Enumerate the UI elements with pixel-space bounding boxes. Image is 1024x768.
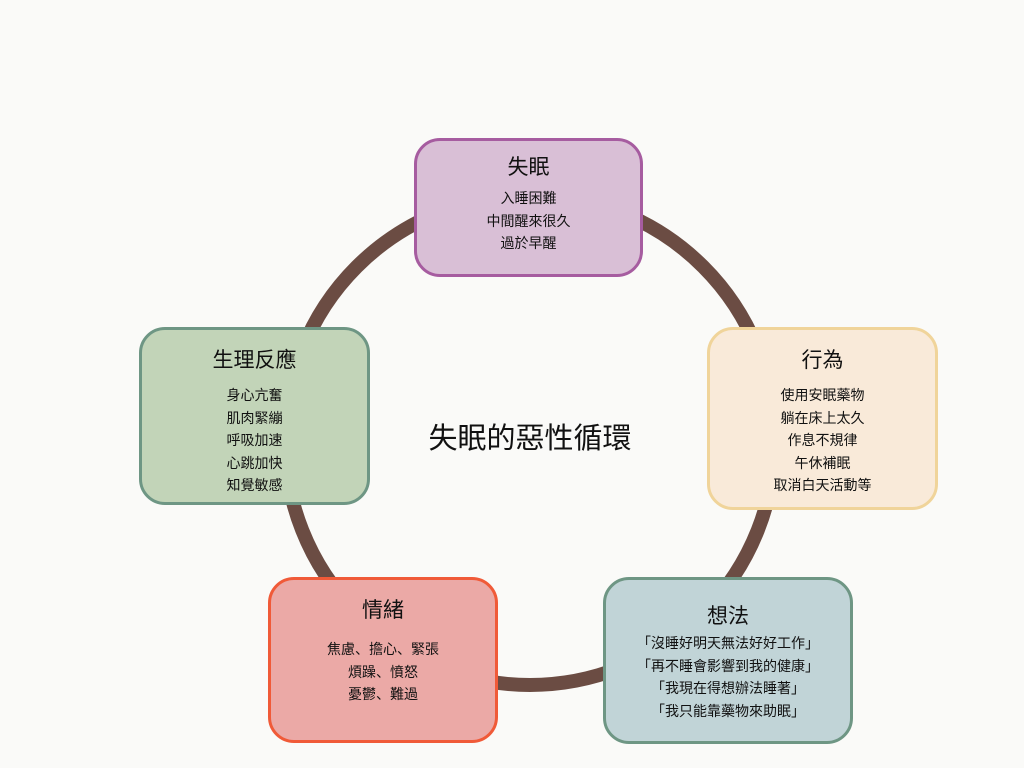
node-item: 午休補眠: [794, 454, 851, 471]
node-item: 肌肉緊繃: [226, 409, 283, 426]
node-item: 入睡困難: [500, 190, 557, 206]
node-item: 「再不睡會影響到我的健康」: [637, 657, 819, 674]
node-item: 「我只能靠藥物來助眠」: [651, 702, 805, 719]
node-title: 想法: [707, 605, 749, 628]
node-title: 生理反應: [212, 349, 297, 372]
node-item: 焦慮、擔心、緊張: [327, 641, 439, 657]
node-title: 行為: [801, 349, 844, 372]
node-title: 情緒: [362, 599, 404, 622]
node-item: 「我現在得想辦法睡著」: [651, 680, 805, 696]
node-item: 知覺敏感: [226, 477, 283, 493]
node-item: 煩躁、憤怒: [348, 663, 418, 680]
node-item: 過於早醒: [500, 235, 557, 251]
node-item: 心跳加快: [226, 454, 283, 471]
node-physiology: 生理反應 身心亢奮 肌肉緊繃 呼吸加速 心跳加快 知覺敏感: [139, 327, 370, 505]
node-item: 「沒睡好明天無法好好工作」: [637, 635, 819, 651]
diagram-title: 失眠的惡性循環: [428, 423, 632, 455]
node-item: 使用安眠藥物: [780, 387, 865, 403]
node-item: 中間醒來很久: [486, 212, 571, 229]
node-thoughts: 想法 「沒睡好明天無法好好工作」 「再不睡會影響到我的健康」 「我現在得想辦法睡…: [603, 577, 853, 744]
node-title: 失眠: [507, 156, 550, 179]
node-insomnia: 失眠 入睡困難 中間醒來很久 過於早醒: [414, 138, 643, 277]
node-item: 取消白天活動等: [773, 477, 872, 493]
node-item: 身心亢奮: [226, 387, 283, 403]
node-item: 作息不規律: [787, 432, 858, 448]
node-emotions: 情緒 焦慮、擔心、緊張 煩躁、憤怒 憂鬱、難過: [268, 577, 498, 743]
node-behavior: 行為 使用安眠藥物 躺在床上太久 作息不規律 午休補眠 取消白天活動等: [707, 327, 938, 510]
node-item: 呼吸加速: [226, 432, 283, 448]
node-item: 憂鬱、難過: [348, 686, 418, 702]
node-item: 躺在床上太久: [780, 409, 865, 426]
